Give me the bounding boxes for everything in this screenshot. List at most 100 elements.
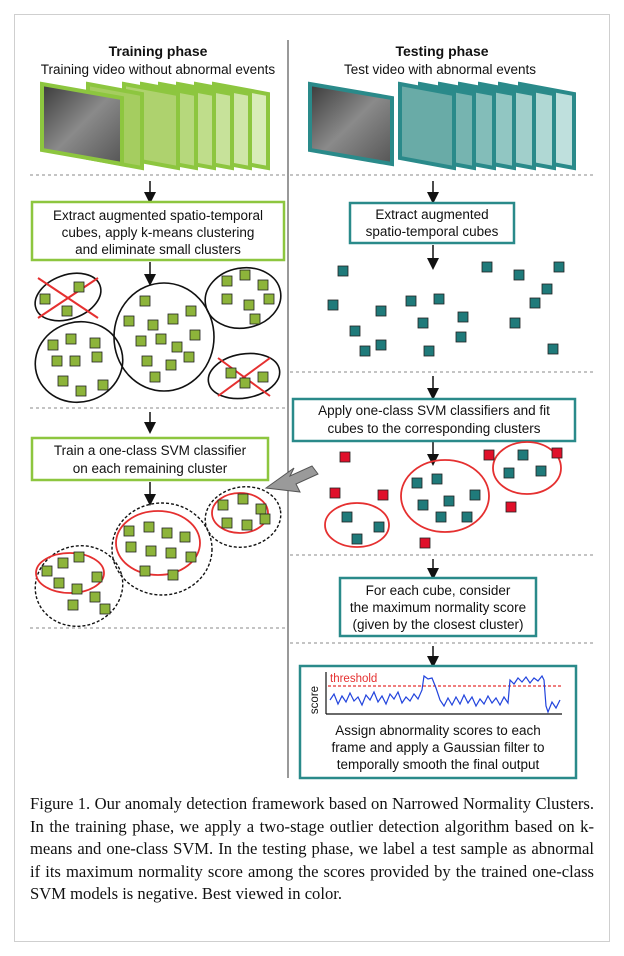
green-cube (185, 305, 197, 317)
teal-cube (327, 299, 339, 311)
svm-clusters (34, 486, 282, 627)
green-cube (221, 517, 233, 529)
green-cube (189, 329, 201, 341)
teal-cube (431, 473, 443, 485)
teal-cube (469, 489, 481, 501)
svm-boundary (35, 552, 105, 594)
testing-step-abnormality-line: Assign abnormality scores to each (335, 723, 541, 738)
testing-step-extract-box (348, 201, 516, 245)
training-step-svm-line: on each remaining cluster (73, 461, 228, 476)
green-cube (171, 341, 183, 353)
abnormality-signal (329, 674, 561, 714)
green-cube (41, 565, 53, 577)
eliminated-cluster-marks (37, 277, 271, 397)
green-cube (255, 503, 267, 515)
training-step-extract-box (30, 200, 286, 262)
green-cube (221, 293, 233, 305)
teal-cube (337, 265, 349, 277)
testing-subtitle: Test video with abnormal events (344, 62, 536, 77)
green-cube (259, 513, 271, 525)
teal-cube (341, 511, 353, 523)
test-svm-clusters (324, 441, 562, 548)
training-step-extract-line: Extract augmented spatio-temporal (53, 208, 263, 223)
teal-cube (443, 495, 455, 507)
teal-cube (351, 533, 363, 545)
teal-cube (423, 345, 435, 357)
teal-cube (359, 345, 371, 357)
green-cube (249, 313, 261, 325)
threshold-label: threshold (330, 673, 377, 685)
cross-mark (217, 357, 271, 397)
teal-cube (433, 293, 445, 305)
testing-step-abnormality-line: temporally smooth the final output (337, 757, 540, 772)
abnormal-cube (377, 489, 389, 501)
green-cube (61, 305, 73, 317)
green-cube (183, 351, 195, 363)
framework-diagram: Training phase Training video without ab… (30, 40, 595, 780)
testing-title: Testing phase (395, 43, 488, 59)
green-cube (217, 499, 229, 511)
green-cube (73, 281, 85, 293)
cluster-small (207, 352, 281, 400)
green-cube (99, 603, 111, 615)
teal-cube (481, 261, 493, 273)
cluster-boundary (204, 486, 282, 548)
cross-mark (37, 277, 99, 319)
green-cube (149, 371, 161, 383)
abnormal-cube (339, 451, 351, 463)
svm-boundary (324, 502, 390, 548)
score-axis-label: score (309, 686, 321, 714)
teal-cube (517, 449, 529, 461)
green-cube (167, 569, 179, 581)
teal-cube (405, 295, 417, 307)
cluster (34, 320, 124, 404)
teal-cube (547, 343, 559, 355)
cluster (113, 282, 215, 392)
cluster-boundary (34, 545, 124, 627)
green-cube (167, 313, 179, 325)
green-cube (243, 299, 255, 311)
training-step-svm-line: Train a one-class SVM classifier (54, 443, 247, 458)
green-cube (139, 295, 151, 307)
green-cube (125, 541, 137, 553)
transfer-arrow (264, 465, 319, 493)
teal-cube (529, 297, 541, 309)
green-cube (221, 275, 233, 287)
green-cube (53, 577, 65, 589)
testing-video-frames (308, 81, 576, 171)
green-cube (139, 565, 151, 577)
testing-step-normality-box (338, 576, 538, 638)
teal-cube (461, 511, 473, 523)
green-cube (123, 525, 135, 537)
green-cube (185, 551, 197, 563)
testing-step-extract-line: spatio-temporal cubes (366, 224, 499, 239)
green-cube (141, 355, 153, 367)
green-cube (257, 371, 269, 383)
green-cube (165, 547, 177, 559)
testing-step-apply-svm-line: Apply one-class SVM classifiers and fit (318, 403, 550, 418)
green-cube (91, 351, 103, 363)
figure-caption: Figure 1. Our anomaly detection framewor… (30, 794, 594, 904)
score-plot: score threshold (309, 672, 562, 715)
green-cube (39, 293, 51, 305)
svm-boundary (211, 492, 269, 534)
kmeans-clusters (34, 266, 282, 404)
teal-cube (553, 261, 565, 273)
training-step-extract-line: and eliminate small clusters (75, 242, 241, 257)
teal-cube (373, 521, 385, 533)
teal-cube (457, 311, 469, 323)
teal-cube (541, 283, 553, 295)
teal-cube (503, 467, 515, 479)
green-cube (237, 493, 249, 505)
green-cube (263, 293, 275, 305)
teal-cube (455, 331, 467, 343)
testing-step-normality-line: the maximum normality score (350, 600, 526, 615)
testing-step-abnormality-box (298, 664, 578, 780)
green-cube (123, 315, 135, 327)
green-cube (225, 367, 237, 379)
abnormal-cube (329, 487, 341, 499)
green-cube (239, 269, 251, 281)
green-cube (239, 377, 251, 389)
cluster-small (34, 272, 102, 322)
green-cube (71, 583, 83, 595)
